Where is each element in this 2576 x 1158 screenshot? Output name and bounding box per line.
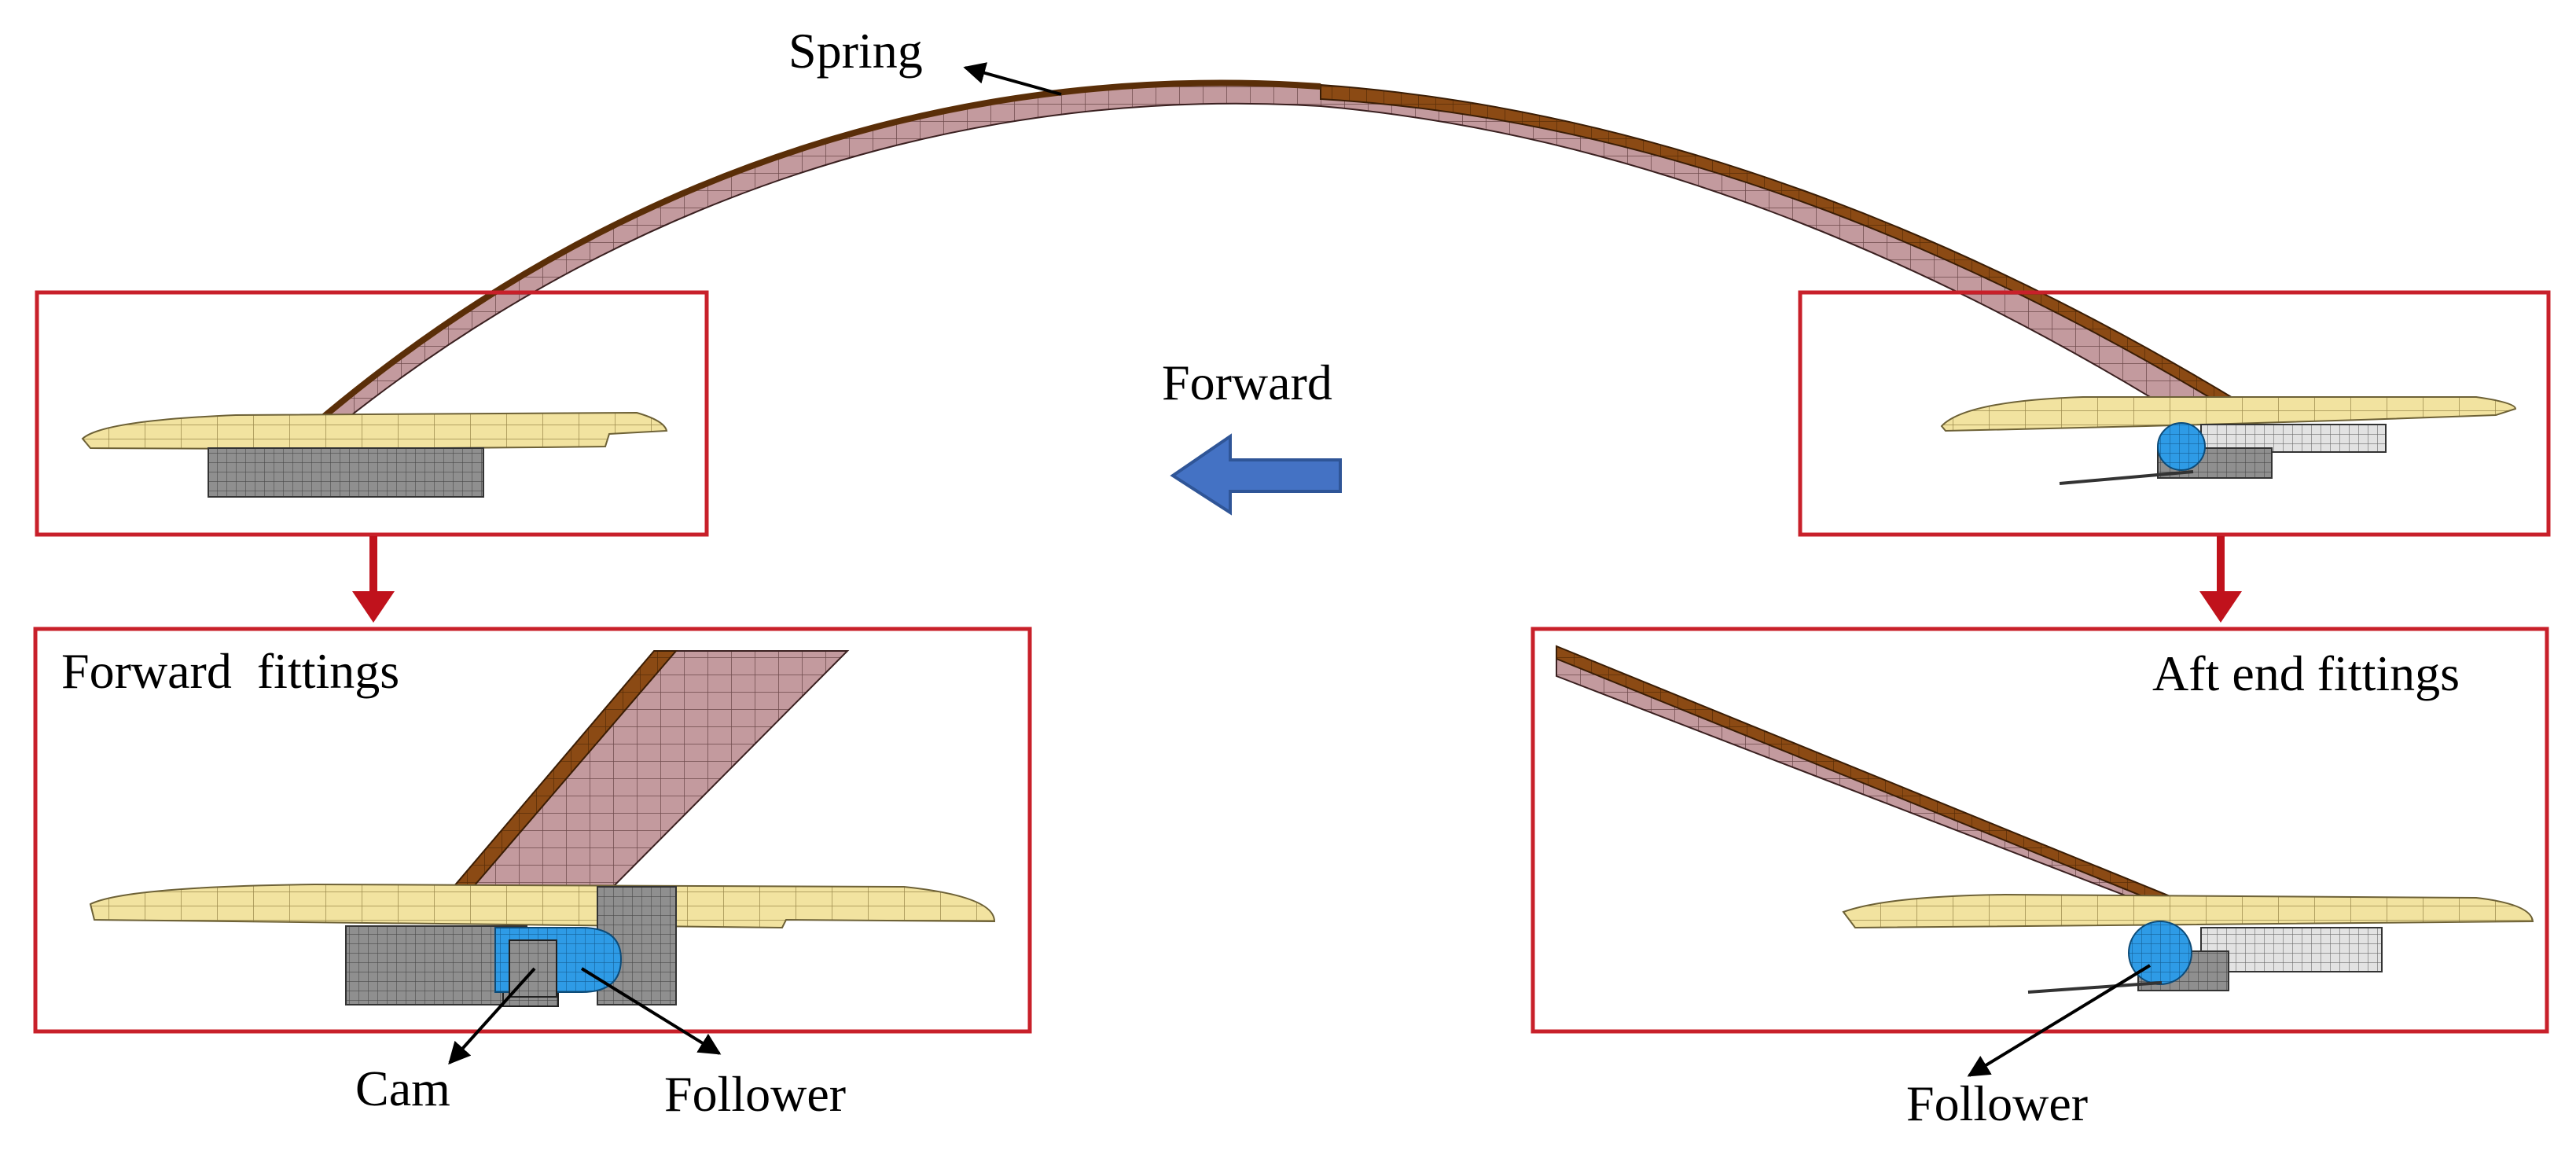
spring-edge-line	[312, 79, 1321, 428]
forward-plate-detail	[89, 883, 996, 929]
aft-follower-small	[2157, 422, 2206, 471]
forward-label: Forward	[1162, 355, 1332, 410]
forward-fittings-frame	[33, 627, 1032, 1034]
forward-top-frame	[35, 290, 709, 537]
forward-follower-pointer	[580, 967, 722, 1055]
forward-block-small	[208, 447, 484, 498]
cam-label: Cam	[355, 1061, 450, 1116]
left-arrow-icon	[1170, 433, 1342, 516]
down-arrow-icon	[2199, 536, 2242, 623]
forward-fitting-small	[81, 411, 668, 498]
forward-plate-small	[81, 411, 668, 450]
aft-follower-detail	[2128, 921, 2192, 985]
spring-pointer	[963, 62, 1062, 96]
aft-end-fittings-detail	[1556, 645, 2534, 994]
aft-tab-detail	[2027, 981, 2163, 994]
spring-label: Spring	[788, 23, 923, 79]
forward-fittings-title: Forward fittings	[61, 643, 399, 699]
forward-fittings-detail	[89, 650, 996, 1007]
aft-follower-pointer	[1967, 964, 2152, 1077]
aft-tab-small	[2059, 470, 2194, 485]
aft-fitting-small	[1940, 396, 2517, 485]
aft-follower-label: Follower	[1906, 1075, 2088, 1131]
forward-spring-pink	[450, 650, 850, 903]
down-arrow-icon	[352, 536, 395, 623]
aft-block-light-detail	[2200, 927, 2383, 972]
aft-spring-brown	[1556, 645, 2196, 914]
aft-top-frame	[1798, 290, 2551, 537]
cam-pointer	[448, 967, 536, 1065]
forward-follower-label: Follower	[664, 1066, 846, 1122]
aft-plate-small	[1940, 396, 2517, 432]
aft-end-fittings-title: Aft end fittings	[2152, 645, 2460, 701]
aft-plate-detail	[1842, 893, 2534, 929]
